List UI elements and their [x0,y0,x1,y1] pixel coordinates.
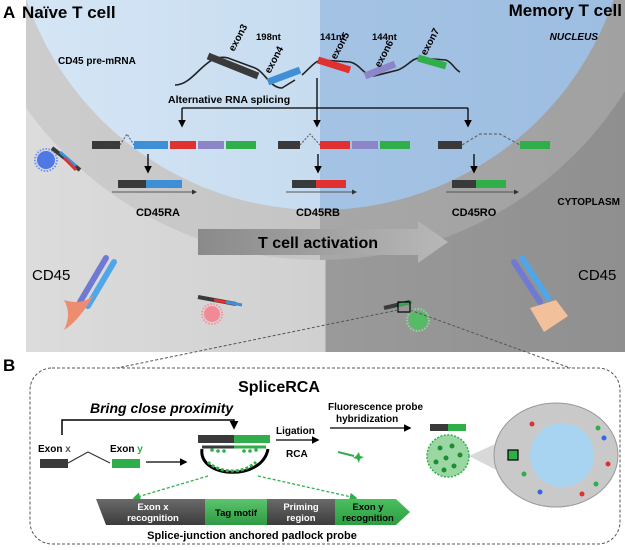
probe-seg3-line2: region [286,513,315,524]
proximity-label: Bring close proximity [90,400,234,416]
fluor-label-line1: Fluorescence probe [328,402,423,413]
probe-bar [96,499,410,525]
premrna-label: CD45 pre-mRNA [58,56,136,67]
zoom-line-left [29,309,399,387]
proximity-bracket [61,419,239,435]
ro-transcript [438,133,550,195]
panel-b-letter: B [3,356,15,375]
probe-caption: Splice-junction anchored padlock probe [147,530,357,542]
panel-a-letter: A [3,3,15,22]
nucleus [26,0,614,210]
probe-arrow-right [257,475,358,501]
exon6-length: 144nt [372,32,398,43]
cd45-label-right: CD45 [578,267,616,284]
pre-mrna [174,52,461,89]
fluor-label-line2: hybridization [336,414,398,425]
exon-y-label: Exon y [110,444,143,455]
cell-illustration [493,402,619,508]
rb-transcript [278,133,410,195]
rca-probe-naive-1 [34,146,82,172]
probe-seg2: Tag motif [215,508,258,519]
probe-seg4-line1: Exon y [352,502,384,513]
probe-seg1-line2: recognition [127,513,179,524]
probe-seg-exon-x [96,499,205,525]
probe-seg-tag [205,499,267,525]
cd45-label-left: CD45 [32,267,70,284]
exon-x-label: Exon x [38,444,71,455]
splicerca-title: SpliceRCA [238,379,320,396]
probe-arrow-left [132,475,209,500]
cd45-receptor-right [511,255,568,332]
exon5-length: 141nt [320,32,346,43]
probe-seg-exon-y [335,499,410,525]
exon6-segment [363,60,397,80]
exon4-length: 198nt [256,32,282,43]
probe-seg1-line1: Exon x [137,502,169,513]
cytoplasm-label: CYTOPLASM [557,197,620,208]
exon3-segment [206,52,260,80]
activation-arrow [198,221,448,263]
cd45rb-label: CD45RB [296,207,340,219]
splicing-arrows [178,78,472,128]
panel-a: A Naïve T cell Memory T cell NUCLEUS CYT… [3,0,625,352]
rca-probe-memory [383,300,430,332]
naive-cell-title: Naïve T cell [22,3,116,22]
exon4-segment [266,66,302,86]
ligation-label: Ligation [276,426,315,437]
cd45ro-label: CD45RO [452,207,497,219]
probe-seg-priming [267,499,335,525]
padlock-probe [198,435,270,474]
splicing-label: Alternative RNA splicing [168,94,290,106]
activation-label: T cell activation [258,235,378,252]
fluorescent-probe-icon [337,451,364,463]
probe-seg3-line1: Priming [283,502,319,513]
rca-probe-naive-2 [197,295,243,325]
exon7-segment [417,54,447,70]
memory-cell-title: Memory T cell [509,1,622,20]
intron-line [67,451,111,464]
probe-seg4-line2: recognition [342,513,394,524]
exon5-segment [316,56,352,74]
rca-label: RCA [286,449,308,460]
exon-x-block [40,459,68,468]
nucleus-label: NUCLEUS [550,32,599,43]
cd45-receptor-left [64,255,117,330]
cd45ra-label: CD45RA [136,207,180,219]
exon-y-block [112,459,140,468]
ra-transcript [92,132,256,195]
